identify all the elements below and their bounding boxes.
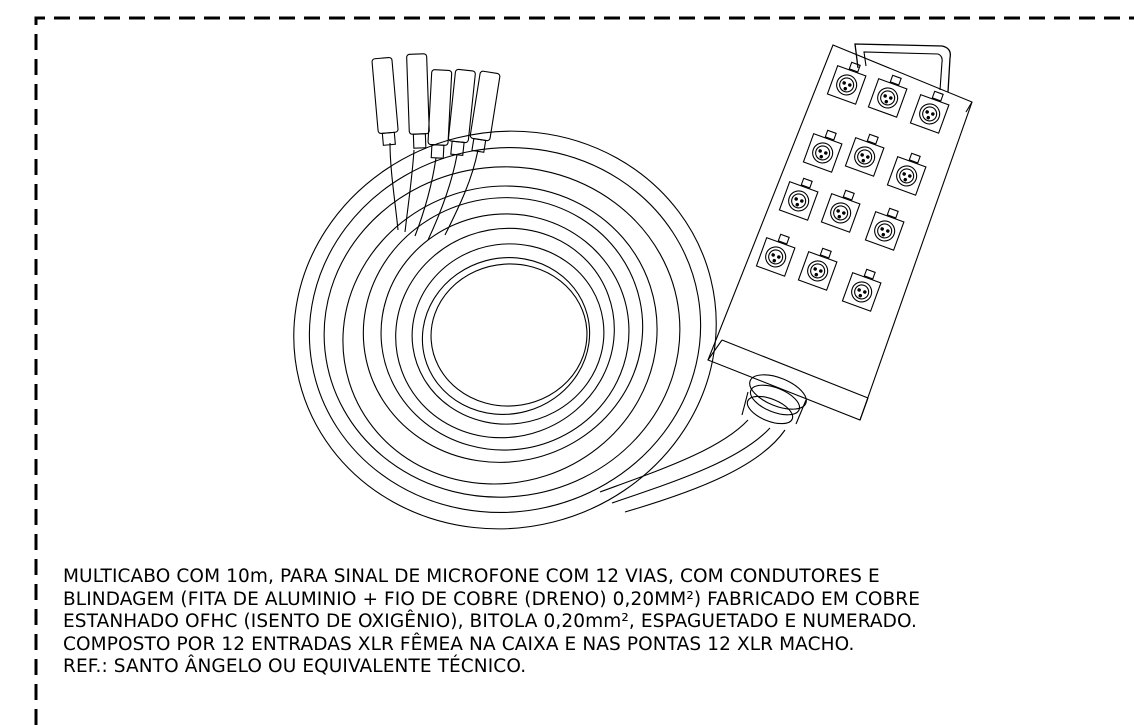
xlr-male-plugs — [371, 53, 501, 159]
spec-line-4: COMPOSTO POR 12 ENTRADAS XLR FÊMEA NA CA… — [63, 633, 855, 655]
dashed-border — [34, 16, 1134, 725]
cable-gland — [741, 374, 807, 425]
xlr-female-connector — [755, 233, 796, 277]
cable-to-box — [599, 419, 786, 513]
xlr-female-connector — [778, 177, 819, 221]
fanout-wires — [389, 142, 479, 241]
xlr-female-connector — [797, 247, 838, 291]
xlr-female-connector — [820, 189, 861, 233]
stage-box — [707, 43, 973, 421]
xlr-female-connector — [867, 74, 908, 118]
xlr-female-connector — [864, 207, 905, 251]
xlr-female-connector — [802, 129, 843, 173]
spec-line-5: REF.: SANTO ÂNGELO OU EQUIVALENTE TÉCNIC… — [63, 656, 527, 678]
spec-line-1: MULTICABO COM 10m, PARA SINAL DE MICROFO… — [63, 566, 880, 587]
specification-text: MULTICABO COM 10m, PARA SINAL DE MICROFO… — [63, 566, 1128, 679]
xlr-female-connector — [844, 133, 885, 177]
xlr-female-connector — [841, 268, 882, 312]
spec-line-2: BLINDAGEM (FITA DE ALUMINIO + FIO DE COB… — [63, 588, 921, 610]
xlr-female-connector — [909, 90, 950, 134]
xlr-female-connectors — [755, 61, 950, 312]
spec-line-3: ESTANHADO OFHC (ISENTO DE OXIGÊNIO), BIT… — [63, 611, 917, 633]
xlr-female-connector — [886, 152, 927, 196]
xlr-female-connector — [826, 61, 867, 105]
cable-coil — [293, 130, 717, 530]
multicable-illustration — [293, 43, 973, 530]
